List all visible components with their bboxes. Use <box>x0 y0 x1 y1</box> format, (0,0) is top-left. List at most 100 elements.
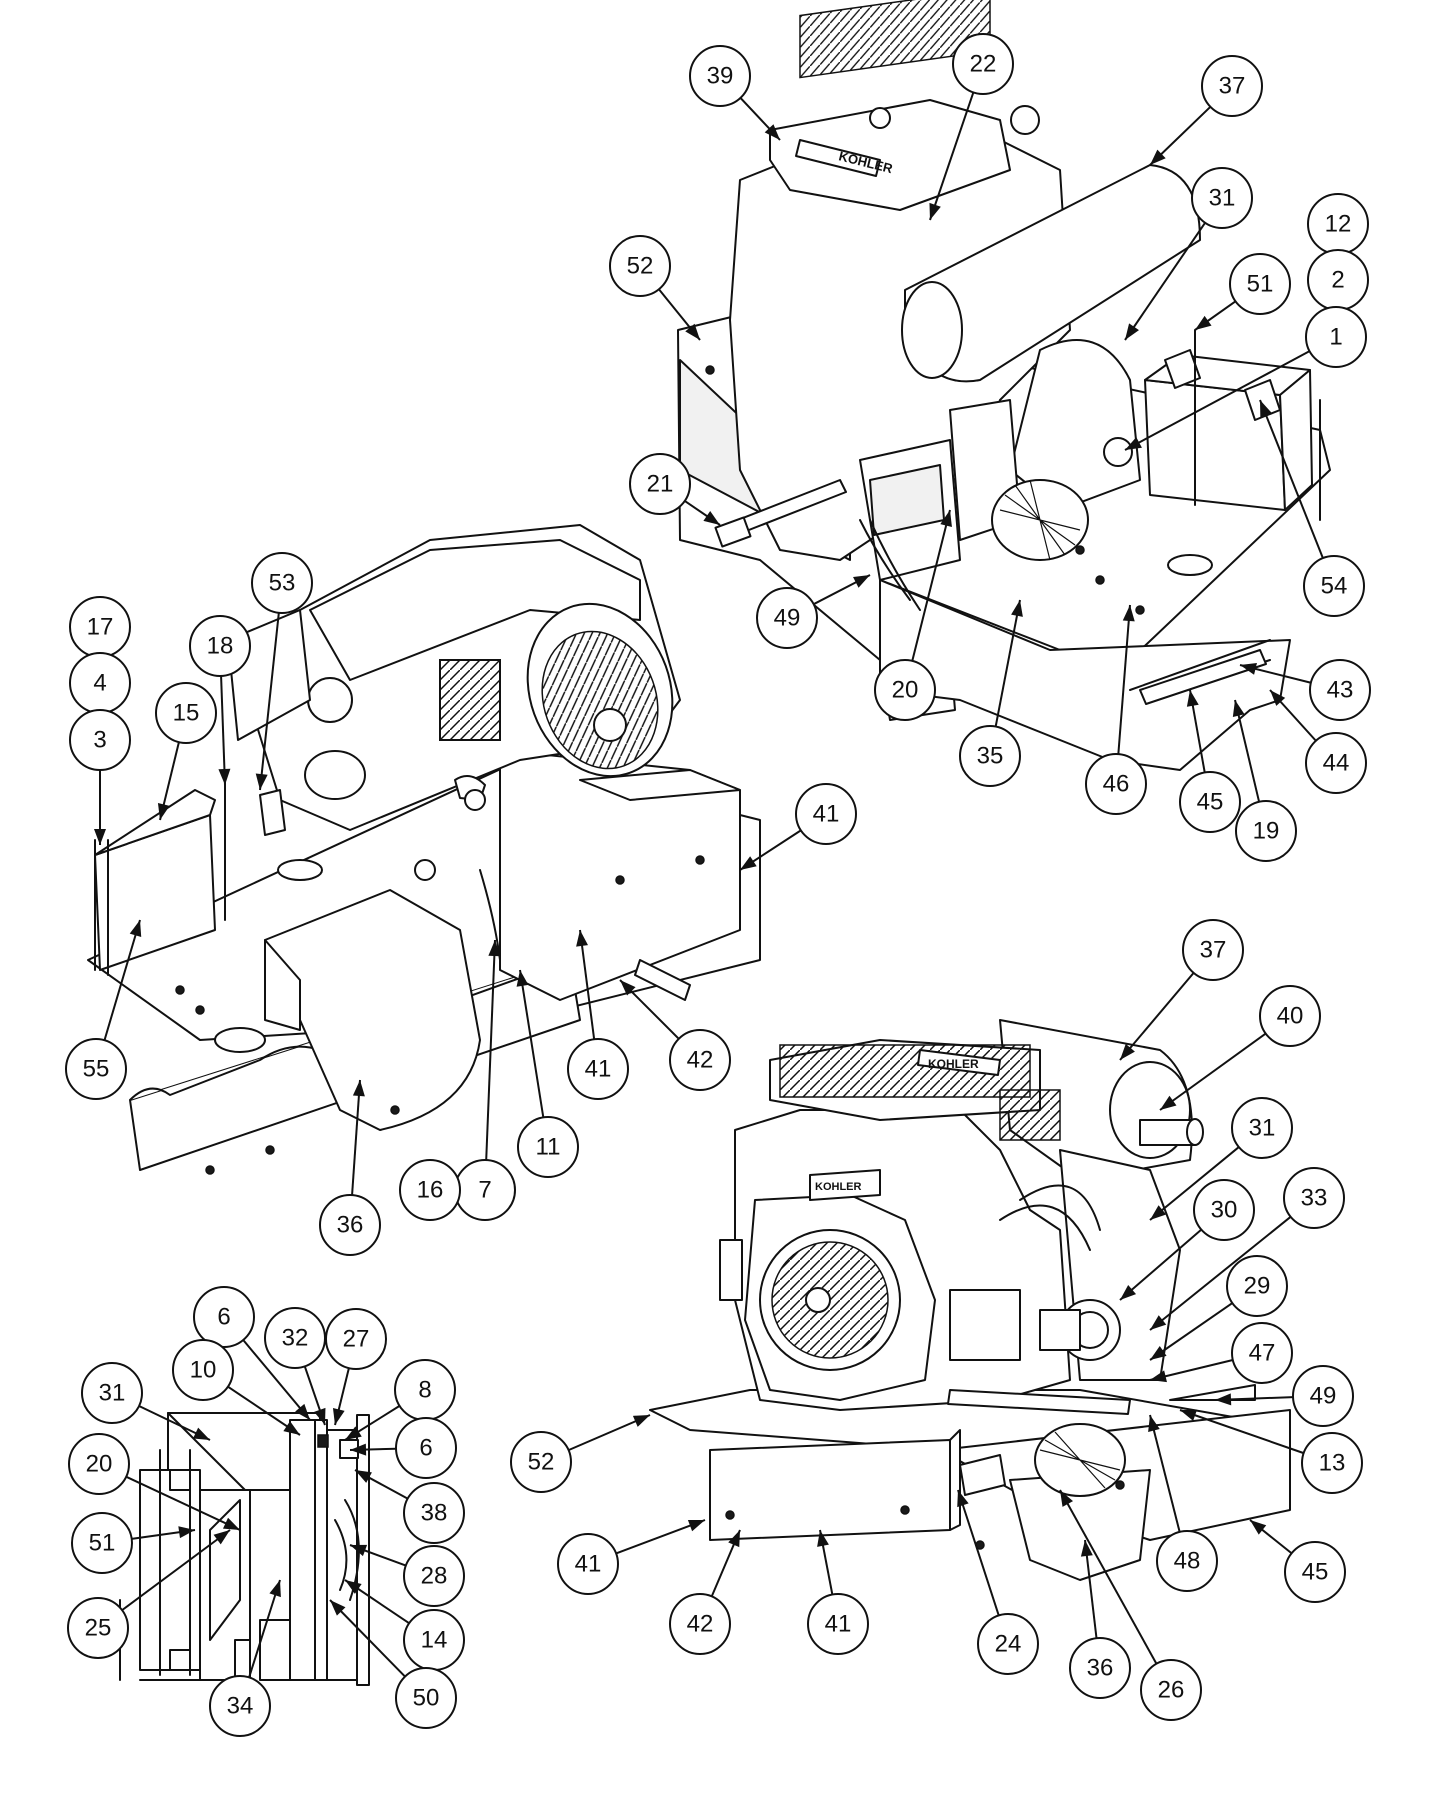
callout-number: 6 <box>419 1435 432 1462</box>
callout-arrowhead <box>1270 690 1286 706</box>
callout-52: 52 <box>510 1431 572 1493</box>
callout-number: 10 <box>190 1357 217 1384</box>
callout-52: 52 <box>609 235 671 297</box>
callout-number: 47 <box>1249 1340 1276 1367</box>
callout-circle <box>1179 771 1241 833</box>
callout-leader-line <box>1149 1414 1181 1533</box>
callout-arrowhead <box>1240 663 1257 675</box>
callout-circle <box>669 1593 731 1655</box>
callout-number: 31 <box>1209 185 1236 212</box>
callout-number: 51 <box>89 1530 116 1557</box>
callout-arrowhead <box>1150 149 1166 165</box>
callout-arrowhead <box>488 940 501 957</box>
callout-number: 42 <box>687 1047 714 1074</box>
callout-53: 53 <box>251 552 313 614</box>
callout-15: 15 <box>155 682 217 744</box>
callout-arrowhead <box>283 1421 300 1435</box>
callout-arrowhead <box>1160 1095 1177 1110</box>
callout-number: 37 <box>1200 937 1227 964</box>
callout-circle <box>567 1038 629 1100</box>
callout-leader-line <box>1084 1539 1098 1639</box>
callout-circle <box>1069 1637 1131 1699</box>
callout-35: 35 <box>959 725 1021 787</box>
callout-40: 40 <box>1259 985 1321 1047</box>
callout-arrowhead <box>703 511 720 525</box>
callout-number: 12 <box>1325 211 1352 238</box>
callout-arrowhead <box>1125 437 1142 450</box>
callout-circle <box>172 1339 234 1401</box>
callout-20: 20 <box>874 659 936 721</box>
callout-circle <box>1309 659 1371 721</box>
callout-number: 54 <box>1321 573 1348 600</box>
callout-arrowhead <box>1120 1043 1135 1060</box>
callout-number: 45 <box>1197 789 1224 816</box>
callout-number: 35 <box>977 743 1004 770</box>
callout-25: 25 <box>67 1597 129 1659</box>
callout-41: 41 <box>557 1533 619 1595</box>
callout-arrowhead <box>332 1408 345 1425</box>
callout-number: 22 <box>970 51 997 78</box>
callout-circle <box>1305 732 1367 794</box>
callout-circle <box>264 1307 326 1369</box>
callout-arrowhead <box>355 1470 372 1483</box>
callout-arrowhead <box>1195 315 1212 330</box>
callout-circle <box>395 1417 457 1479</box>
callout-arrowhead <box>576 930 589 947</box>
callout-19: 19 <box>1235 800 1297 862</box>
callout-circle <box>1301 1432 1363 1494</box>
callout-number: 21 <box>647 471 674 498</box>
callout-circle <box>1283 1167 1345 1229</box>
callout-39: 39 <box>689 45 751 107</box>
callout-31: 31 <box>1231 1097 1293 1159</box>
callout-arrowhead <box>516 970 529 987</box>
callout-number: 48 <box>1174 1548 1201 1575</box>
callout-leader-line <box>929 92 975 221</box>
callout-number: 52 <box>627 253 654 280</box>
callout-45: 45 <box>1284 1541 1346 1603</box>
callout-circle <box>1229 253 1291 315</box>
callout-number: 51 <box>1247 271 1274 298</box>
callout-arrowhead <box>350 1443 367 1456</box>
callout-43: 43 <box>1309 659 1371 721</box>
callout-circle <box>1201 55 1263 117</box>
callout-21: 21 <box>629 453 691 515</box>
callout-circle <box>65 1038 127 1100</box>
callout-arrowhead <box>1215 1393 1232 1406</box>
callout-26: 26 <box>1140 1659 1202 1721</box>
callout-arrowhead <box>1120 1284 1137 1300</box>
callout-leader-line <box>519 969 545 1118</box>
callout-number: 41 <box>813 801 840 828</box>
callout-leader-line <box>1234 699 1261 803</box>
callout-leader-line <box>1149 1302 1233 1361</box>
callout-number: 20 <box>892 677 919 704</box>
callout-leader-line <box>1117 604 1131 755</box>
callout-20: 20 <box>68 1433 130 1495</box>
callout-arrowhead <box>1186 690 1199 707</box>
callout-arrowhead <box>687 1520 705 1532</box>
callout-leader-line <box>259 612 280 791</box>
callout-number: 53 <box>269 570 296 597</box>
callout-number: 11 <box>536 1134 561 1161</box>
callout-leader-line <box>1149 1146 1240 1221</box>
callout-leader-line <box>1119 1228 1202 1301</box>
callout-arrowhead <box>1260 400 1272 418</box>
callout-circle <box>557 1533 619 1595</box>
callout-leader-line <box>351 1079 361 1196</box>
callout-number: 34 <box>227 1693 254 1720</box>
callout-number: 39 <box>707 63 734 90</box>
callout-arrowhead <box>350 1544 368 1557</box>
callout-arrowhead <box>1232 700 1245 717</box>
callout-number: 38 <box>421 1500 448 1527</box>
callout-28: 28 <box>403 1545 465 1607</box>
callout-number: 18 <box>207 633 234 660</box>
callout-circle <box>1193 1179 1255 1241</box>
callout-arrowhead <box>817 1530 829 1547</box>
callout-arrowhead <box>1150 1345 1167 1360</box>
callout-arrowhead <box>853 575 870 588</box>
callout-number: 27 <box>343 1326 370 1353</box>
callout-29: 29 <box>1226 1255 1288 1317</box>
callout-number: 50 <box>413 1685 440 1712</box>
callout-arrowhead <box>1148 1415 1160 1432</box>
callout-number: 49 <box>774 605 801 632</box>
